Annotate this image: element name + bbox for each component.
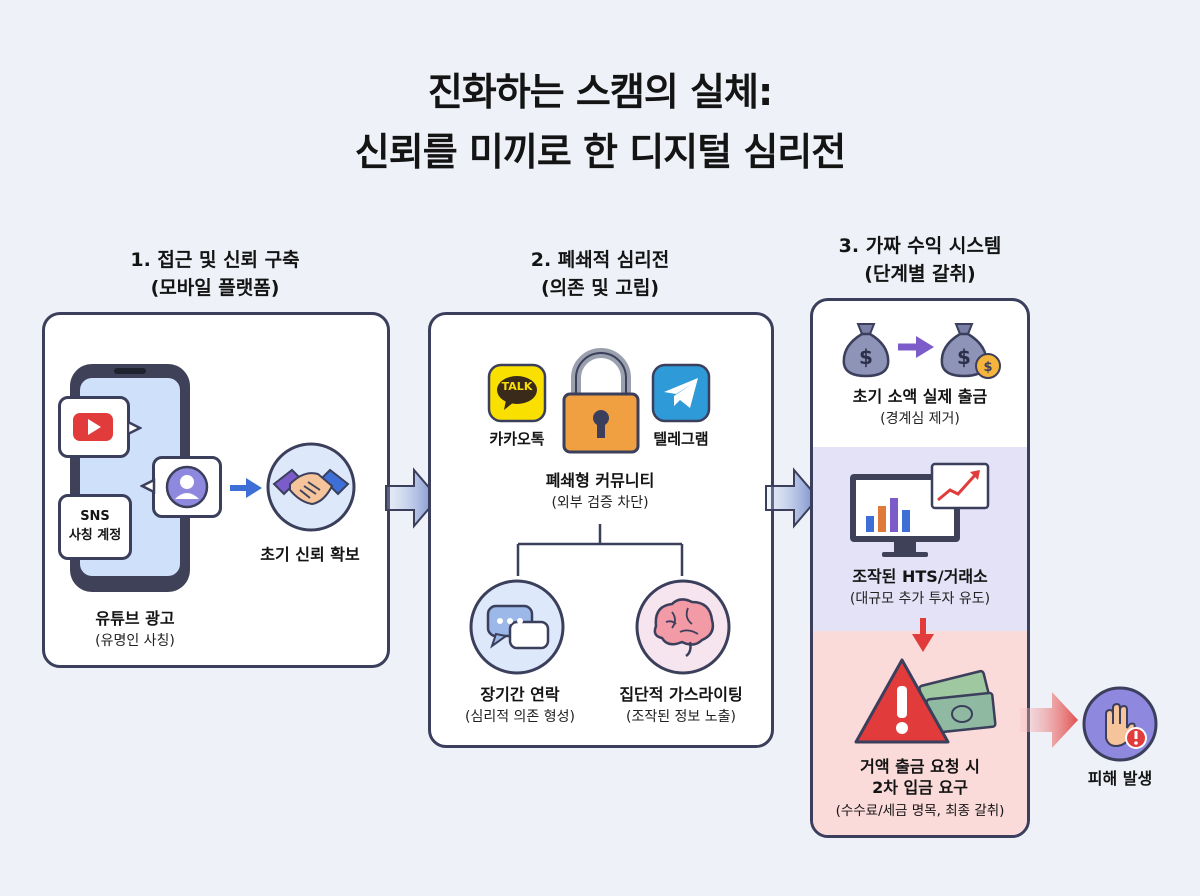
gaslight-title: 집단적 가스라이팅: [619, 685, 743, 704]
arrow-money-growth: [898, 336, 934, 358]
community-sub: (외부 검증 차단): [551, 495, 649, 511]
svg-text:$: $: [859, 345, 873, 369]
sns-label-line1: SNS: [80, 509, 110, 524]
section1-heading: 1. 접근 및 신뢰 구축 (모바일 플랫폼): [60, 246, 370, 302]
arrow-down-red: [912, 618, 934, 652]
warning-icon: [854, 658, 950, 744]
section3-heading-line1: 3. 가짜 수익 시스템: [838, 235, 1002, 257]
gaslight-label: 집단적 가스라이팅 (조작된 정보 노출): [596, 684, 766, 728]
sns-bubble: SNS 사칭 계정: [58, 494, 132, 560]
section1-heading-line2: (모바일 플랫폼): [150, 277, 280, 299]
sns-label-line2: 사칭 계정: [68, 528, 122, 543]
brain-icon: [635, 579, 731, 675]
trust-label: 초기 신뢰 확보: [260, 545, 360, 564]
section2-heading: 2. 폐쇄적 심리전 (의존 및 고립): [440, 246, 760, 302]
youtube-ad-label: 유튜브 광고 (유명인 사칭): [60, 608, 210, 652]
hts-title: 조작된 HTS/거래소: [852, 567, 988, 586]
demand-sub: (수수료/세금 명목, 최종 갈취): [835, 803, 1005, 819]
section2-heading-line2: (의존 및 고립): [541, 277, 659, 299]
lock-icon: [562, 348, 640, 454]
profile-bubble: [152, 456, 222, 518]
talk-icon: [487, 363, 547, 423]
youtube-icon: [73, 413, 113, 441]
section3-heading-line2: (단계별 갈취): [864, 263, 976, 285]
contact-title: 장기간 연락: [480, 685, 560, 704]
contact-sub: (심리적 의존 형성): [465, 709, 575, 725]
title-line1: 진화하는 스캠의 실체:: [427, 70, 773, 114]
profile-icon: [165, 465, 209, 509]
arrow-to-handshake: [230, 478, 262, 498]
arrow-to-outcome: [1020, 692, 1078, 748]
title-line2: 신뢰를 미끼로 한 디지털 심리전: [354, 130, 846, 174]
monitor-chart-icon: [850, 462, 990, 557]
withdraw-sub: (경계심 제거): [880, 411, 960, 427]
section2-heading-line1: 2. 폐쇄적 심리전: [530, 249, 670, 271]
youtube-ad-title: 유튜브 광고: [95, 609, 175, 628]
svg-text:$: $: [957, 345, 971, 369]
cash-icon: [918, 669, 997, 735]
demand-line2: 2차 입금 요구: [872, 778, 968, 797]
withdraw-title: 초기 소액 실제 출금: [852, 387, 988, 406]
stop-hand-icon: [1082, 686, 1158, 762]
hts-sub: (대규모 추가 투자 유도): [849, 591, 991, 607]
outcome-label: 피해 발생: [1087, 769, 1153, 788]
telegram-label: 텔레그램: [653, 430, 709, 448]
youtube-ad-sub: (유명인 사칭): [95, 633, 175, 649]
contact-label: 장기간 연락 (심리적 의존 형성): [440, 684, 600, 728]
withdraw-label: 초기 소액 실제 출금 (경계심 제거): [820, 386, 1020, 430]
youtube-bubble-tail: [128, 420, 142, 436]
page-title: 진화하는 스캠의 실체: 신뢰를 미끼로 한 디지털 심리전: [0, 62, 1200, 182]
money-bag-icon: $: [842, 323, 890, 378]
handshake-icon: [266, 442, 356, 532]
kakao-label: 카카오톡: [489, 430, 545, 448]
hts-label: 조작된 HTS/거래소 (대규모 추가 투자 유도): [820, 566, 1020, 610]
talk-badge-text: TALK: [501, 380, 533, 393]
section1-heading-line1: 1. 접근 및 신뢰 구축: [130, 249, 300, 271]
demand-label: 거액 출금 요청 시 2차 입금 요구: [816, 756, 1024, 798]
youtube-bubble: [58, 396, 130, 458]
community-title: 폐쇄형 커뮤니티: [545, 471, 655, 490]
telegram-icon: [651, 363, 711, 423]
gaslight-sub: (조작된 정보 노출): [626, 709, 736, 725]
svg-text:$: $: [983, 360, 992, 375]
community-label: 폐쇄형 커뮤니티 (외부 검증 차단): [520, 470, 680, 514]
branch-connector: [516, 524, 684, 576]
chat-bubbles-icon: [469, 579, 565, 675]
section3-heading: 3. 가짜 수익 시스템 (단계별 갈취): [800, 232, 1040, 288]
arrow-section2-to-section3: [765, 467, 820, 529]
money-bag-coin-icon: $ $: [940, 323, 1001, 379]
arrow-section1-to-section2: [385, 467, 440, 529]
demand-line1: 거액 출금 요청 시: [860, 757, 980, 776]
profile-bubble-tail: [140, 478, 156, 495]
warning-cash-group: [854, 658, 997, 744]
